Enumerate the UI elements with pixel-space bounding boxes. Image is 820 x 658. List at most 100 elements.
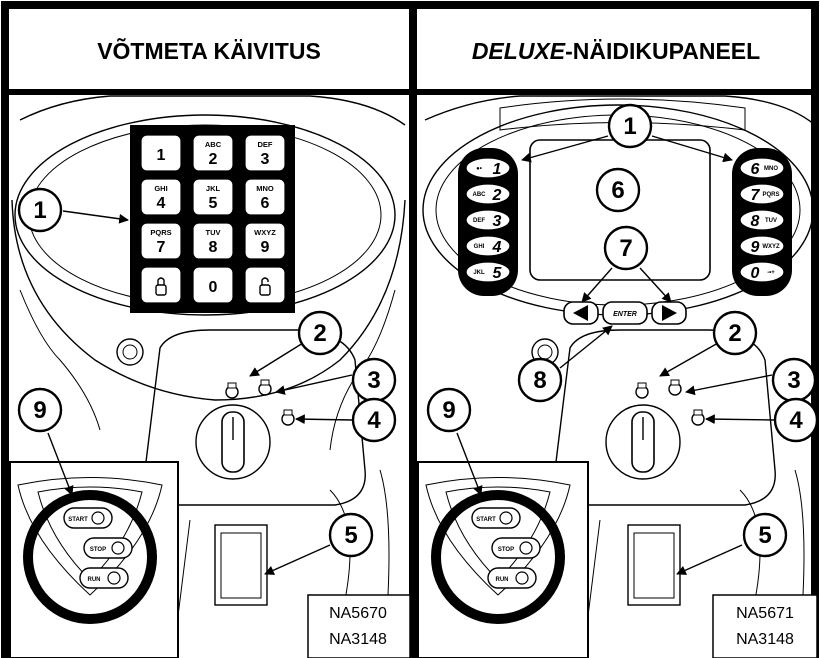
deluxe-key-letters: -•+ <box>767 270 775 276</box>
keypad-key[interactable]: 0 <box>192 266 234 304</box>
control-button-start[interactable]: START <box>63 507 113 529</box>
right-panel-title-rest: -NÄIDIKUPANEEL <box>565 38 760 64</box>
keypad-key[interactable]: 1 <box>140 134 182 172</box>
deluxe-key-letters: MNO <box>764 166 778 172</box>
deluxe-key-number: 1 <box>493 161 502 178</box>
deluxe-key-letters: ABC <box>473 192 487 198</box>
keypad-key[interactable]: PQRS 7 <box>140 222 182 260</box>
keypad-key-letters: MNO <box>256 184 274 193</box>
right-ref-box <box>712 594 818 658</box>
lock-open-icon <box>259 277 271 296</box>
keypad-key[interactable] <box>244 266 286 304</box>
left-ref-box <box>307 594 411 658</box>
control-button-start[interactable]: START <box>471 507 521 529</box>
callout-number: 4 <box>789 407 803 434</box>
deluxe-key[interactable]: -•+ 0 <box>739 261 785 283</box>
control-button-label: RUN <box>88 577 101 583</box>
keypad-key-letters: WXYZ <box>254 228 276 237</box>
deluxe-key-letters: JKL <box>473 270 485 276</box>
keypad-key[interactable]: MNO 6 <box>244 178 286 216</box>
control-button-label: RUN <box>496 577 509 583</box>
run-position-icon <box>258 379 272 396</box>
keypad-key[interactable]: GHI 4 <box>140 178 182 216</box>
key-symbol-icon <box>91 511 105 525</box>
callout-number: 9 <box>442 397 455 424</box>
right-panel-title-italic: DELUXE <box>472 38 566 64</box>
callout-number: 1 <box>33 197 46 224</box>
callout-right-5: 5 <box>742 512 788 558</box>
control-button-stop[interactable]: STOP <box>491 537 541 559</box>
left-arrow-button[interactable] <box>563 301 599 325</box>
deluxe-key-letters: GHI <box>474 244 485 250</box>
enter-button[interactable]: ENTER <box>602 301 648 325</box>
keypad-key-letters: PQRS <box>150 228 171 237</box>
keypad-key-letters: GHI <box>154 184 167 193</box>
callout-number: 5 <box>344 522 357 549</box>
callout-number: 3 <box>787 367 800 394</box>
deluxe-key-number: 9 <box>751 239 760 256</box>
callout-right-4: 4 <box>773 397 819 443</box>
deluxe-key-letters: PQRS <box>762 192 779 198</box>
keypad-key-number: 6 <box>261 195 270 212</box>
callout-number: 5 <box>758 522 771 549</box>
right-ref-code-1: NA5671 <box>736 605 794 622</box>
callout-number: 1 <box>623 113 636 140</box>
right-arrow-button[interactable] <box>651 301 687 325</box>
keypad-key-number: 7 <box>157 239 166 256</box>
key-symbol-icon <box>111 541 125 555</box>
callout-number: 3 <box>367 367 380 394</box>
left-ref-code-1: NA5670 <box>329 605 387 622</box>
key-symbol-icon <box>107 571 121 585</box>
control-button-stop[interactable]: STOP <box>83 537 133 559</box>
control-button-label: START <box>476 517 496 523</box>
deluxe-key-number: 8 <box>751 213 760 230</box>
keypad-key-number: 4 <box>157 195 166 212</box>
deluxe-key-number: 7 <box>751 187 761 204</box>
right-ref-code-2: NA3148 <box>736 631 794 648</box>
keypad-key[interactable]: TUV 8 <box>192 222 234 260</box>
deluxe-key-letters: TUV <box>765 218 777 224</box>
control-button-label: START <box>68 517 88 523</box>
key-symbol-icon <box>499 511 513 525</box>
keypad-key-number: 3 <box>261 151 270 168</box>
callout-number: 6 <box>611 177 624 204</box>
control-button-run[interactable]: RUN <box>487 567 537 589</box>
callout-left-2: 2 <box>297 310 343 356</box>
deluxe-key[interactable]: ●• 1 <box>465 157 511 179</box>
keypad-key[interactable] <box>140 266 182 304</box>
keypad-key-number: 1 <box>157 147 166 164</box>
off-position-icon <box>225 382 239 399</box>
deluxe-key-letters: DEF <box>473 218 485 224</box>
keypad-key-letters: DEF <box>258 140 273 149</box>
deluxe-key-letters: ●• <box>476 166 482 172</box>
control-button-run[interactable]: RUN <box>79 567 129 589</box>
keypad-key[interactable]: DEF 3 <box>244 134 286 172</box>
keypad-key-letters: TUV <box>206 228 221 237</box>
callout-left-3: 3 <box>351 357 397 403</box>
keypad-key-letters: JKL <box>206 184 221 193</box>
callout-leaders <box>47 135 776 575</box>
keypad-key-number: 8 <box>209 239 218 256</box>
deluxe-key[interactable]: TUV 8 <box>739 209 785 231</box>
callout-right-2: 2 <box>712 310 758 356</box>
control-button-label: STOP <box>90 547 106 553</box>
callout-right-8: 8 <box>517 357 563 403</box>
deluxe-key-number: 0 <box>751 265 760 282</box>
callout-left-1: 1 <box>17 187 63 233</box>
start-position-icon <box>281 409 295 426</box>
right-inset: START STOP RUN <box>417 461 589 658</box>
